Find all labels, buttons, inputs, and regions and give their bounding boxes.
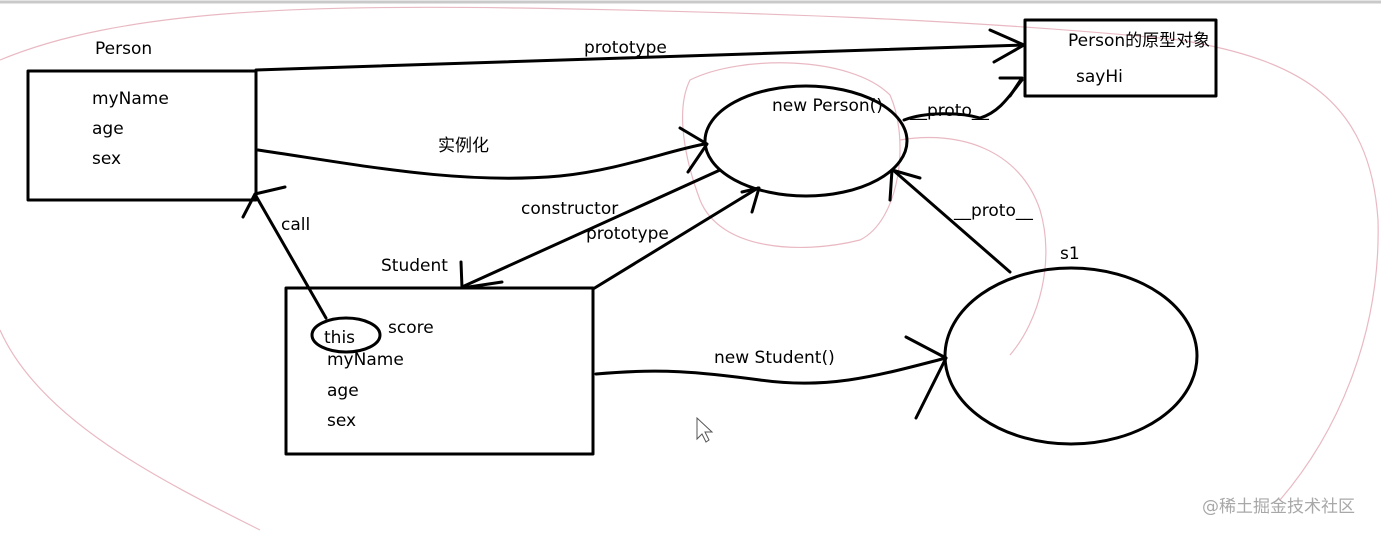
prototype-object-box <box>1023 18 1218 98</box>
arrow-prototype-top: prototype <box>254 28 1026 72</box>
person-prop-myname: myName <box>92 89 169 109</box>
student-class: Student this score myName age sex <box>284 256 595 456</box>
student-prop-age: age <box>327 381 359 401</box>
student-prop-myname: myName <box>327 350 404 370</box>
arrow-prototype-top-label: prototype <box>584 38 667 58</box>
new-person-instance: new Person() <box>703 84 909 198</box>
background-scribbles <box>0 6 1379 531</box>
person-prop-age: age <box>92 119 124 139</box>
arrow-call: call <box>241 185 328 320</box>
student-box <box>284 286 595 456</box>
arrow-proto-2: __proto__ <box>888 168 1033 274</box>
s1-label: s1 <box>1060 244 1080 264</box>
student-prop-sex: sex <box>327 411 356 431</box>
student-title: Student <box>381 256 448 276</box>
arrow-call-label: call <box>281 215 310 235</box>
arrow-new-student-label: new Student() <box>714 348 835 368</box>
watermark: @稀土掘金技术社区 <box>1202 497 1355 517</box>
arrow-proto-1: __proto__ <box>902 76 1024 122</box>
arrow-constructor-label: constructor <box>521 199 618 219</box>
prototype-object: Person的原型对象 sayHi <box>1023 18 1218 98</box>
mouse-cursor-icon <box>696 416 714 443</box>
new-person-ellipse <box>703 84 909 198</box>
arrow-constructor: constructor <box>459 168 722 290</box>
arrow-proto-1-label: __proto__ <box>909 101 989 121</box>
person-prop-sex: sex <box>92 149 121 169</box>
student-prop-score: score <box>388 318 434 338</box>
arrow-prototype-student-label: prototype <box>586 224 669 244</box>
s1-instance: s1 <box>943 244 1199 446</box>
prototype-object-title: Person的原型对象 <box>1068 31 1210 51</box>
s1-ellipse <box>943 266 1199 446</box>
person-box <box>26 69 258 202</box>
student-this-label: this <box>324 328 355 348</box>
arrow-instantiate-label: 实例化 <box>438 136 489 156</box>
this-circle <box>310 316 382 354</box>
person-class: Person myName age sex <box>26 39 258 202</box>
arrow-prototype-student: prototype <box>586 186 761 291</box>
arrow-instantiate: 实例化 <box>256 126 709 180</box>
arrow-new-student: new Student() <box>594 335 948 420</box>
arrow-proto-2-label: __proto__ <box>953 201 1033 221</box>
person-title: Person <box>95 39 152 59</box>
new-person-label: new Person() <box>772 96 883 116</box>
prototype-object-method: sayHi <box>1076 67 1123 87</box>
